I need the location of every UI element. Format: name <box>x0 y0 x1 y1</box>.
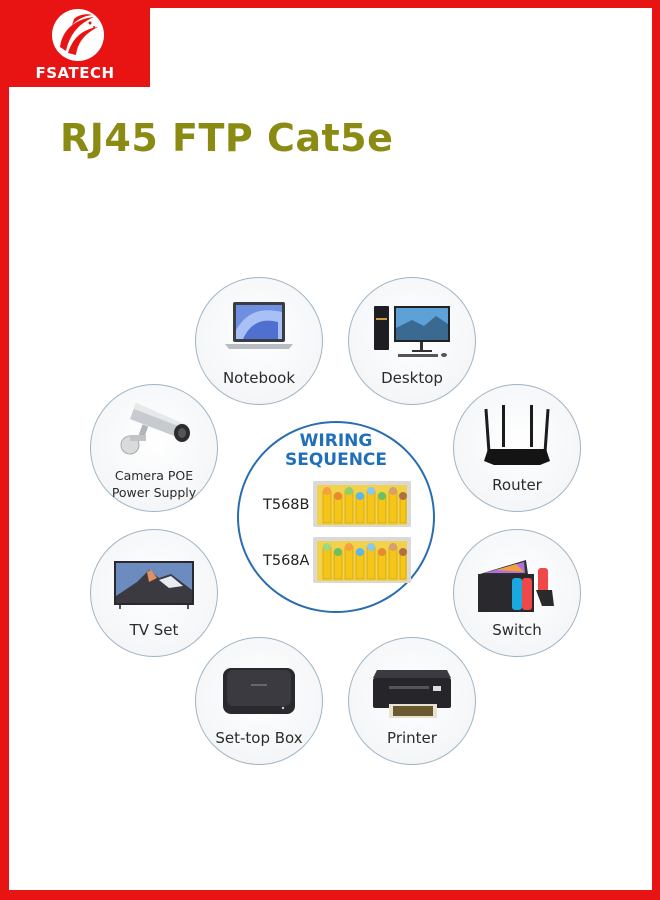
device-router: Router <box>453 384 581 512</box>
device-set-top-box: Set-top Box <box>195 637 323 765</box>
standard-label: T568A <box>263 553 310 569</box>
device-label: Printer <box>387 729 437 747</box>
device-label: TV Set <box>129 621 179 639</box>
desktop-computer-icon <box>374 306 450 357</box>
device-switch: Switch <box>453 529 581 657</box>
television-icon <box>114 561 194 609</box>
device-printer: Printer <box>348 637 476 765</box>
security-camera-icon <box>120 403 190 455</box>
device-label: Camera POE <box>114 468 194 483</box>
printer-icon <box>373 670 451 718</box>
device-label: Desktop <box>381 369 443 387</box>
router-icon <box>484 405 550 465</box>
device-label: Notebook <box>222 369 296 387</box>
device-notebook: Notebook <box>195 277 323 405</box>
wiring-heading-line1: WIRING <box>299 431 373 451</box>
brand-logo: FSATECH <box>0 0 150 87</box>
brand-name: FSATECH <box>35 64 115 82</box>
device-label: Router <box>492 476 542 494</box>
rj45-connector-icon <box>313 481 411 527</box>
swoosh-globe-icon <box>52 9 104 61</box>
game-console-icon <box>478 560 554 612</box>
device-label: Set-top Box <box>215 729 303 747</box>
device-label-line2: Power Supply <box>111 485 197 500</box>
wiring-sequence: WIRING SEQUENCE T568B T568A <box>237 421 435 613</box>
device-label: Switch <box>492 621 542 639</box>
device-camera-poe: Camera POE Power Supply <box>90 384 218 512</box>
laptop-icon <box>225 302 293 349</box>
page-title: RJ45 FTP Cat5e <box>60 116 394 160</box>
device-desktop: Desktop <box>348 277 476 405</box>
wiring-heading-line2: SEQUENCE <box>284 450 388 470</box>
rj45-connector-icon <box>313 537 411 583</box>
standard-label: T568B <box>263 497 310 513</box>
device-tv-set: TV Set <box>90 529 218 657</box>
set-top-box-icon <box>223 668 295 714</box>
